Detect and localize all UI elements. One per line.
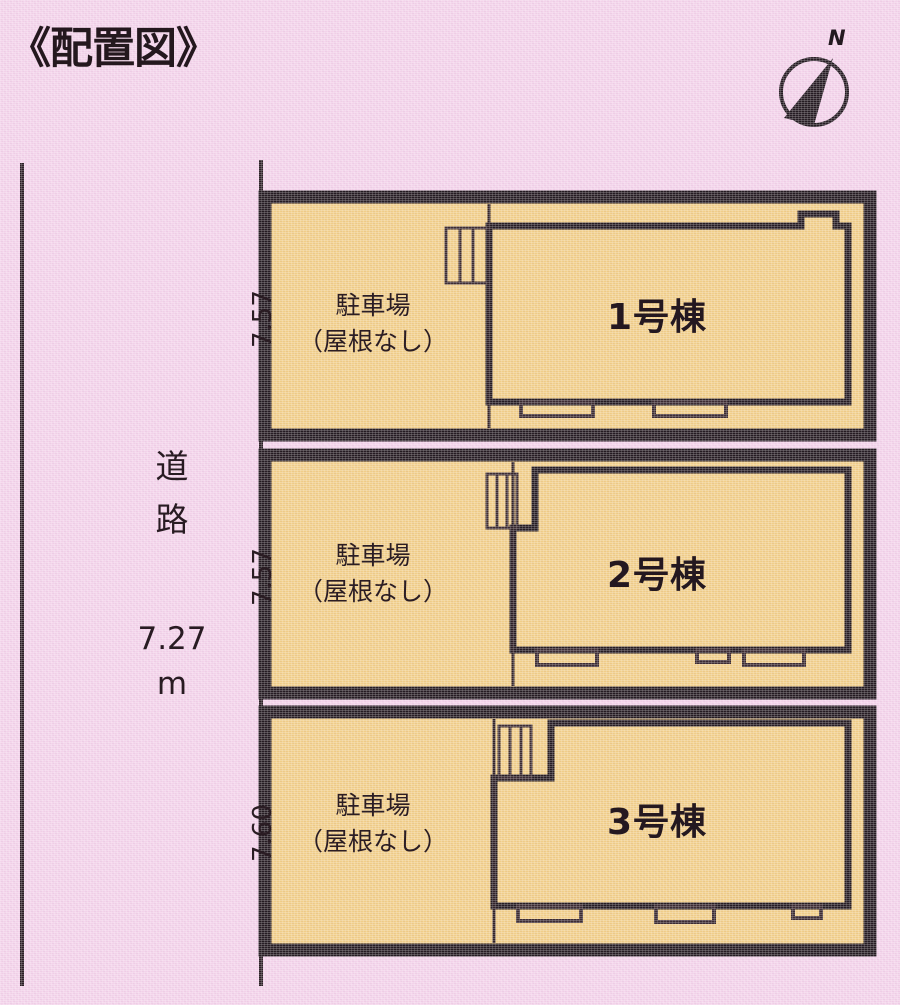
plot-2-parking-label: 駐車場 （屋根なし） [297, 541, 448, 606]
page-title: 《配置図》 [8, 24, 219, 74]
building-2-porch-c [742, 648, 806, 667]
building-1-footprint [485, 210, 852, 406]
building-1-porch-b [652, 400, 728, 418]
building-3-porch-b [654, 904, 716, 924]
building-1-porch-a [519, 400, 595, 418]
building-2-label: 2号棟 [607, 555, 708, 596]
building-1-label: 1号棟 [607, 297, 708, 338]
compass-north-label: N [828, 26, 846, 50]
building-3-porch-a [516, 904, 583, 923]
plot-2-group [258, 448, 877, 700]
building-3-label: 3号棟 [607, 802, 708, 843]
building-2-porch-a [535, 648, 599, 667]
plot-3-group [258, 705, 877, 957]
compass-icon [779, 57, 849, 127]
road-label: 道 路 [155, 447, 189, 540]
plot-3-parking-label: 駐車場 （屋根なし） [297, 791, 448, 856]
plot-1-group [258, 190, 877, 442]
road-width-measurement: 7.27 m [137, 621, 207, 702]
building-3-entrance-steps [497, 724, 533, 780]
building-2-entrance-steps [485, 472, 519, 530]
plot-1-parking-label: 駐車場 （屋根なし） [297, 291, 448, 356]
building-3-porch-c [791, 904, 823, 920]
building-2-porch-b [695, 648, 731, 664]
